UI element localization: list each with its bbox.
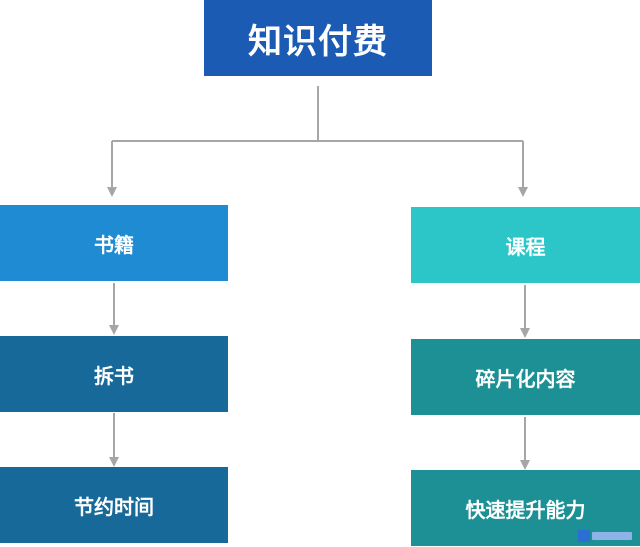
node-rapid-improvement-label: 快速提升能力 (465, 497, 586, 522)
node-save-time-label: 节约时间 (74, 494, 154, 519)
watermark-logo (578, 529, 634, 543)
root-node-knowledge-payment: 知识付费 (204, 0, 432, 76)
node-fragmented-content: 碎片化内容 (411, 339, 640, 415)
node-split-book: 拆书 (0, 336, 228, 412)
node-courses: 课程 (411, 207, 640, 283)
node-split-book-label: 拆书 (94, 363, 134, 388)
root-node-label: 知识付费 (248, 21, 388, 62)
node-save-time: 节约时间 (0, 467, 228, 543)
node-books: 书籍 (0, 205, 228, 281)
node-courses-label: 课程 (505, 234, 546, 259)
watermark-text-bar (592, 532, 632, 540)
node-rapid-improvement: 快速提升能力 (411, 470, 640, 546)
watermark-icon (578, 530, 590, 542)
node-fragmented-content-label: 碎片化内容 (475, 366, 576, 391)
node-books-label: 书籍 (94, 232, 134, 257)
